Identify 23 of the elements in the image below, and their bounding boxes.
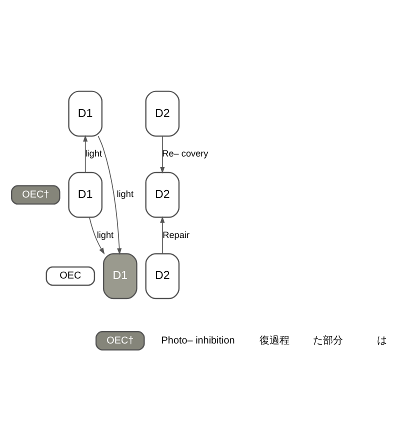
node-box: D1: [68, 90, 103, 137]
node-box: OEC†: [96, 331, 145, 350]
node-box: D1: [102, 253, 138, 300]
label: 復過程: [259, 335, 290, 346]
node-box: D2: [145, 253, 180, 300]
arrow: [160, 216, 165, 254]
arrow: [89, 216, 105, 255]
arrow: [160, 136, 165, 174]
node-box: OEC: [46, 266, 96, 286]
edge-label: Repair: [162, 230, 190, 240]
node-box: OEC†: [10, 185, 60, 205]
label: た部分: [313, 335, 344, 346]
label: Photo– inhibition: [161, 335, 235, 346]
node-box: D2: [145, 172, 180, 218]
edge-label: light: [116, 189, 134, 200]
edge-label: Re– covery: [162, 148, 208, 159]
node-box: D2: [145, 90, 180, 137]
edge-label: light: [96, 230, 114, 240]
edge-label: light: [85, 148, 102, 159]
arrow: [83, 134, 88, 173]
label: は: [377, 335, 388, 346]
node-box: D1: [68, 172, 103, 218]
arrow: [98, 136, 122, 255]
